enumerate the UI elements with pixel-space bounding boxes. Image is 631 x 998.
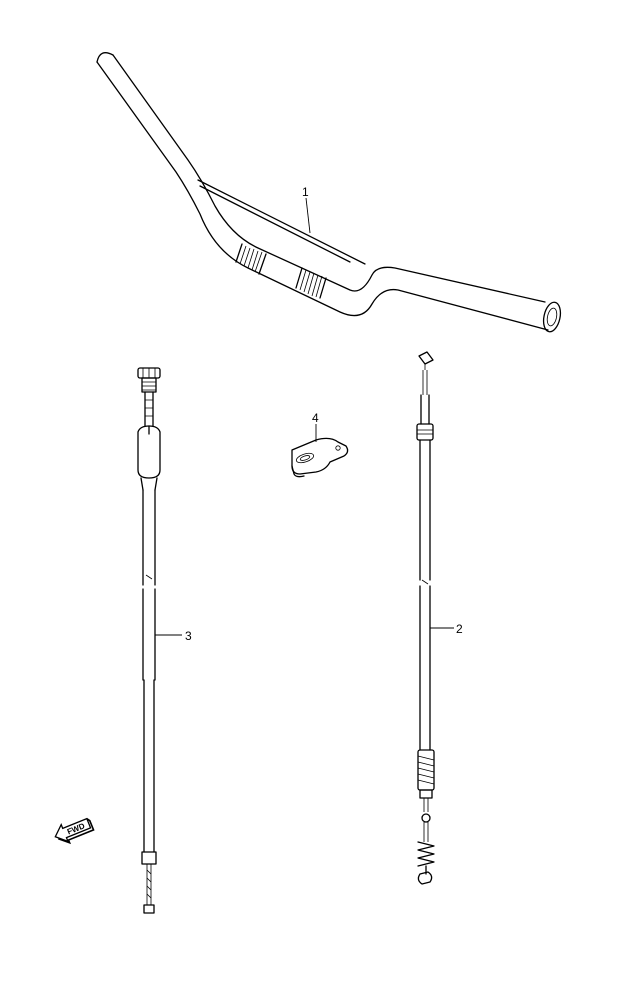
clamp[interactable]: [291, 437, 349, 478]
knurl-band-a: [235, 243, 267, 275]
knurl-band-b: [295, 267, 327, 299]
part-number-2: 2: [456, 622, 463, 636]
callout-1: 1: [302, 185, 311, 234]
cable-3[interactable]: [137, 367, 161, 914]
cable-2[interactable]: [416, 351, 435, 885]
part-number-1: 1: [302, 185, 309, 199]
callout-4: 4: [312, 411, 319, 442]
forward-arrow-icon: FWD: [54, 817, 95, 845]
callout-3: 3: [155, 629, 192, 643]
callout-2: 2: [430, 622, 463, 636]
handlebar[interactable]: [96, 52, 563, 334]
part-number-3: 3: [185, 629, 192, 643]
part-number-4: 4: [312, 411, 319, 425]
